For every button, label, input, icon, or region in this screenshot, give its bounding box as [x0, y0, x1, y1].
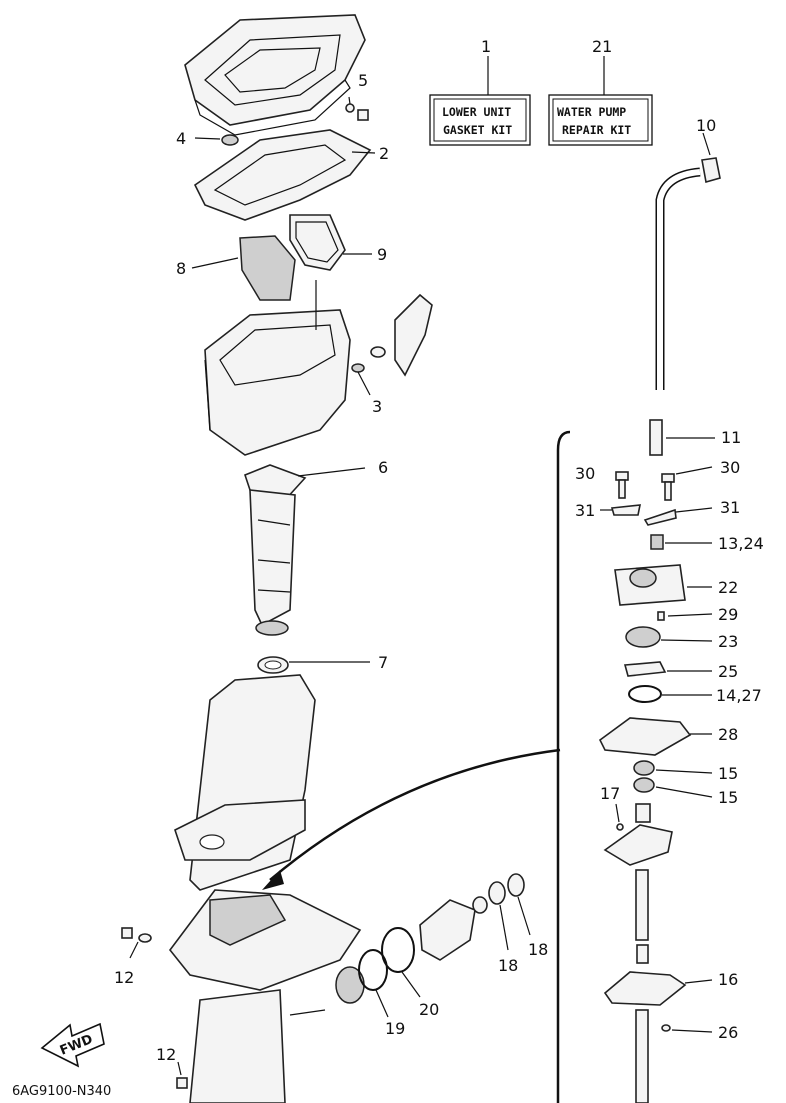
- callout-13-24: 13,24: [718, 534, 764, 553]
- bolts-12: [121, 927, 188, 1089]
- callout-12-upper: 12: [114, 968, 134, 987]
- callout-7: 7: [378, 653, 388, 672]
- group-bracket: [556, 430, 571, 1103]
- diagram-code: 6AG9100-N340: [12, 1084, 111, 1099]
- bolts-30: [615, 466, 713, 501]
- callout-29: 29: [718, 605, 738, 624]
- kit-number: 1: [481, 37, 491, 56]
- bracket-part: [351, 293, 433, 396]
- callout-16: 16: [718, 970, 738, 989]
- callout-25: 25: [718, 662, 738, 681]
- kit-number: 21: [592, 37, 612, 56]
- kit-box-water-pump-repair: 21 WATER PUMP REPAIR KIT: [548, 37, 653, 146]
- callout-22: 22: [718, 578, 738, 597]
- callout-14-27: 14,27: [716, 686, 762, 705]
- callout-10: 10: [696, 116, 716, 135]
- pump-housing-22: [614, 564, 712, 606]
- callout-5: 5: [358, 71, 368, 90]
- kit-box-lower-unit-gasket: 1 LOWER UNIT GASKET KIT: [429, 37, 531, 146]
- callout-26: 26: [718, 1023, 738, 1042]
- callout-3: 3: [372, 397, 382, 416]
- kit-line1: LOWER UNIT: [442, 105, 511, 119]
- pin-29: [657, 611, 713, 621]
- insert-23: [625, 626, 713, 648]
- callout-30-right: 30: [720, 458, 740, 477]
- callout-4: 4: [176, 129, 186, 148]
- callout-15-lower: 15: [718, 788, 738, 807]
- callout-17: 17: [600, 784, 620, 803]
- callout-19: 19: [385, 1019, 405, 1038]
- kit-line1: WATER PUMP: [557, 105, 626, 119]
- shaft-housing-17: [603, 803, 673, 964]
- gasket-9: [289, 214, 372, 271]
- o-ring-14-27: [628, 685, 712, 703]
- kit-line2: REPAIR KIT: [562, 123, 631, 137]
- callout-8: 8: [176, 259, 186, 278]
- callout-18-left: 18: [498, 956, 518, 975]
- callout-31-right: 31: [720, 498, 740, 517]
- seal-7: [257, 656, 370, 674]
- lower-casing: [168, 674, 362, 1103]
- clip-26: [661, 1024, 713, 1033]
- callout-31-left: 31: [575, 501, 595, 520]
- plate-16: [603, 971, 713, 1103]
- callout-11: 11: [721, 428, 741, 447]
- washers-31: [600, 504, 713, 526]
- callout-9: 9: [377, 245, 387, 264]
- kit-line2: GASKET KIT: [443, 123, 512, 137]
- callout-23: 23: [718, 632, 738, 651]
- callout-6: 6: [378, 458, 388, 477]
- fwd-arrow: FWD: [40, 1022, 105, 1068]
- upper-housing: [204, 280, 351, 456]
- plate-8: [191, 235, 296, 301]
- callout-20: 20: [419, 1000, 439, 1019]
- tube-11: [649, 419, 715, 456]
- bolt-5: [345, 96, 369, 121]
- driveshaft-housing: [244, 464, 366, 636]
- impeller-25: [623, 661, 712, 677]
- insert-13-24: [650, 534, 712, 550]
- assembly-arrow: [262, 748, 561, 890]
- callout-30-left: 30: [575, 464, 595, 483]
- callout-28: 28: [718, 725, 738, 744]
- seal-bearing-group: [335, 873, 531, 1018]
- washer-4: [194, 134, 239, 146]
- plate-28: [598, 717, 712, 756]
- callout-2: 2: [379, 144, 389, 163]
- seals-15: [633, 760, 713, 798]
- gasket-2: [193, 129, 376, 221]
- callout-15-upper: 15: [718, 764, 738, 783]
- callout-18-right: 18: [528, 940, 548, 959]
- upper-casing-plate: [184, 14, 366, 136]
- water-tube: [655, 132, 721, 390]
- callout-12-lower: 12: [156, 1045, 176, 1064]
